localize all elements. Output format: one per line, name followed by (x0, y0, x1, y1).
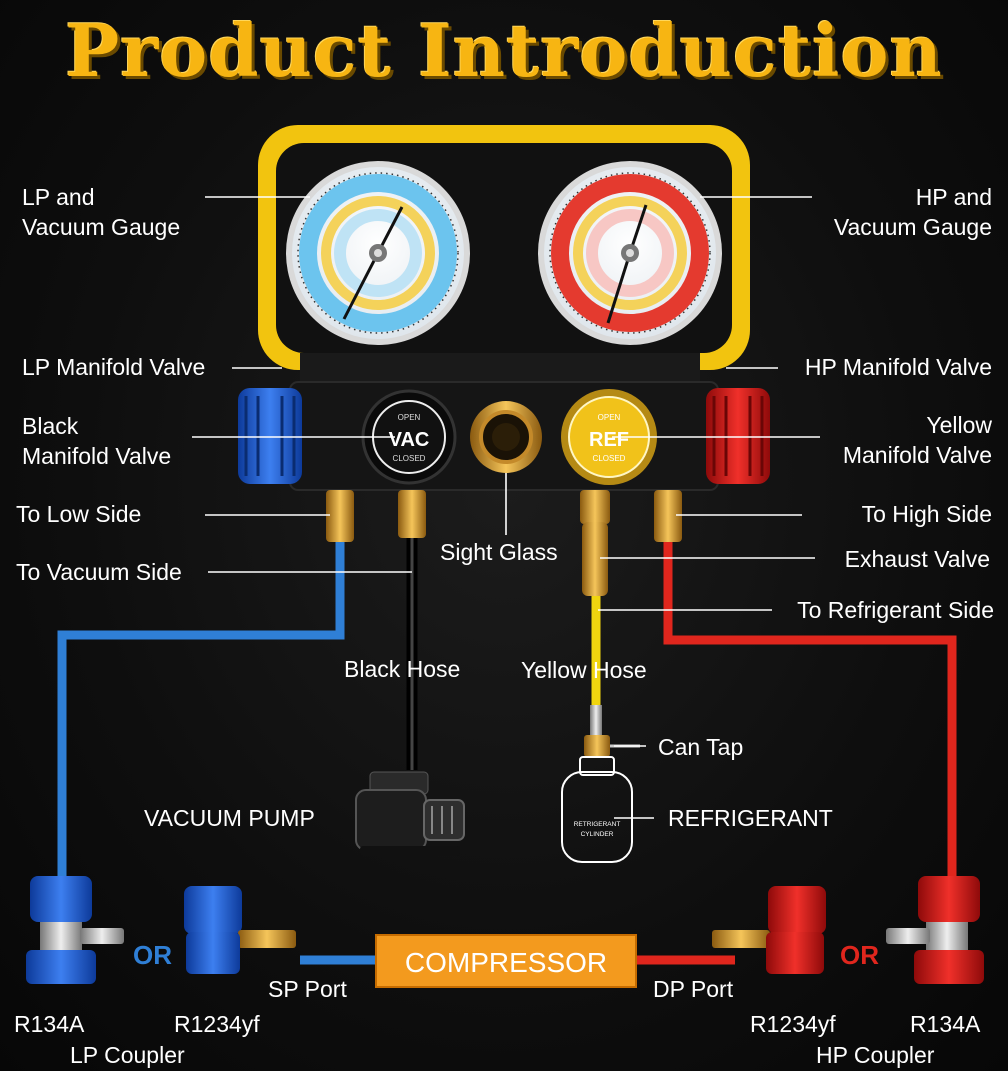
to-vacuum-side-label: To Vacuum Side (16, 559, 182, 585)
page-title: Product Introduction (65, 8, 943, 93)
coupler-r134a-right (886, 876, 984, 984)
vac-knob: OPEN VAC CLOSED (361, 389, 457, 485)
blue-hose (57, 540, 345, 880)
hp-gauge-label-line1: HP and (915, 184, 992, 210)
leader-lines (192, 196, 820, 819)
vacuum-side-fitting (398, 490, 426, 538)
hp-gauge-label-line2: Vacuum Gauge (833, 214, 992, 240)
black-valve-label: Black Manifold Valve (22, 411, 171, 471)
cylinder-text-line2: CYLINDER (581, 831, 614, 838)
refrigerant-side-fitting (580, 490, 610, 524)
ref-knob-open-text: OPEN (598, 413, 621, 422)
yellow-hose-label: Yellow Hose (521, 657, 647, 683)
lp-coupler-label: LP Coupler (70, 1042, 185, 1068)
refrigerant-cylinder: RETRIGERANT CYLINDER (561, 756, 633, 863)
to-high-side-label: To High Side (861, 501, 992, 527)
sight-glass (470, 401, 542, 473)
r1234yf-right-label: R1234yf (750, 1011, 836, 1037)
hp-gauge (538, 161, 722, 345)
r134a-right-label: R134A (910, 1011, 981, 1037)
lp-valve-knob (238, 388, 302, 484)
black-hose-label: Black Hose (344, 656, 461, 682)
black-valve-label-line1: Black (22, 413, 79, 439)
sp-port-label: SP Port (268, 976, 347, 1002)
lp-gauge (286, 161, 470, 345)
vac-knob-closed-text: CLOSED (393, 454, 426, 463)
refrigerant-label: REFRIGERANT (668, 805, 833, 831)
lp-gauge-label-line1: LP and (22, 184, 95, 210)
vac-knob-open-text: OPEN (398, 413, 421, 422)
yellow-valve-label-line2: Manifold Valve (842, 442, 992, 468)
black-valve-label-line2: Manifold Valve (22, 443, 172, 469)
compressor-label: COMPRESSOR (405, 947, 607, 978)
vac-knob-label: VAC (389, 429, 430, 451)
vacuum-pump-label: VACUUM PUMP (144, 805, 315, 831)
hp-valve-knob (706, 388, 770, 484)
exhaust-valve (582, 522, 608, 596)
lp-gauge-label: LP and Vacuum Gauge (22, 182, 180, 242)
low-side-fitting (326, 490, 354, 542)
coupler-r1234yf-right (712, 886, 826, 974)
ref-knob: OPEN REF CLOSED (561, 389, 657, 485)
ref-knob-closed-text: CLOSED (593, 454, 626, 463)
or-left-label: OR (133, 940, 172, 970)
yellow-valve-label-line1: Yellow (926, 412, 992, 438)
hp-valve-label: HP Manifold Valve (804, 354, 992, 380)
yellow-valve-label: Yellow Manifold Valve (843, 410, 992, 470)
lp-valve-label: LP Manifold Valve (22, 354, 206, 380)
r1234yf-left-label: R1234yf (174, 1011, 260, 1037)
exhaust-valve-label: Exhaust Valve (844, 546, 990, 572)
ref-knob-label: REF (589, 429, 629, 451)
red-hose (663, 540, 957, 880)
hp-coupler-label: HP Coupler (816, 1042, 935, 1068)
hp-gauge-label: HP and Vacuum Gauge (834, 182, 992, 242)
lp-gauge-label-line2: Vacuum Gauge (22, 214, 181, 240)
high-side-fitting (654, 490, 682, 542)
to-refrigerant-side-label: To Refrigerant Side (797, 597, 994, 623)
vacuum-pump (355, 771, 465, 856)
sight-glass-label: Sight Glass (440, 539, 558, 565)
coupler-r1234yf-left (184, 886, 296, 974)
compressor-box (375, 934, 637, 988)
coupler-r134a-left (26, 876, 124, 984)
can-tap (584, 705, 640, 757)
r134a-left-label: R134A (14, 1011, 85, 1037)
or-right-label: OR (840, 940, 879, 970)
to-low-side-label: To Low Side (16, 501, 142, 527)
can-tap-label: Can Tap (658, 734, 744, 760)
cylinder-text-line1: RETRIGERANT (574, 821, 621, 828)
dp-port-label: DP Port (653, 976, 734, 1002)
